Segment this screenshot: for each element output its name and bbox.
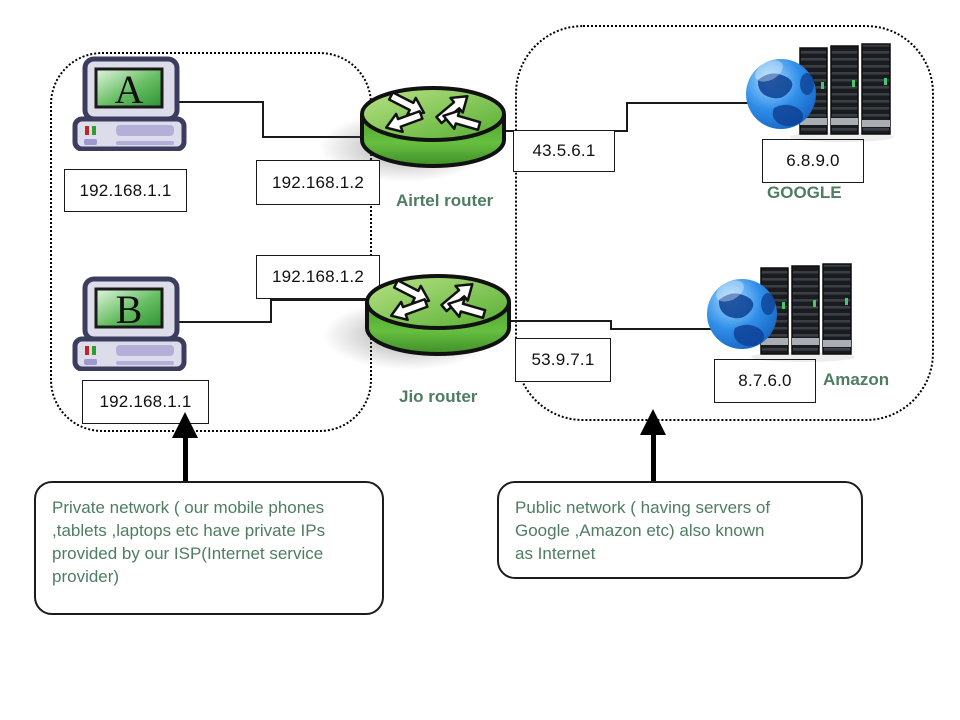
network-cable [262, 101, 264, 138]
network-cable [262, 136, 366, 138]
google-ip-label: 6.8.9.0 [762, 139, 864, 183]
airtel-router-icon [357, 84, 509, 172]
network-cable [610, 328, 712, 330]
computer-a-icon: A [72, 56, 187, 151]
jio-wan-ip-label: 53.9.7.1 [515, 338, 611, 382]
network-cable [270, 299, 371, 301]
network-cable [172, 101, 264, 103]
public-network-callout-text: Public network ( having servers of Googl… [515, 498, 771, 563]
network-cable [270, 299, 272, 323]
airtel-lan-ip-label: 192.168.1.2 [256, 160, 380, 205]
airtel-router-name: Airtel router [396, 191, 494, 210]
google-server-icon [745, 43, 894, 142]
computer-b-icon: B [72, 276, 187, 371]
amazon-server-icon [706, 263, 855, 362]
jio-router-icon [362, 272, 514, 360]
private-network-boundary [50, 52, 372, 432]
jio-lan-ip-label: 192.168.1.2 [256, 255, 380, 299]
network-cable [626, 102, 750, 104]
airtel-wan-ip-label: 43.5.6.1 [513, 130, 615, 172]
computer-b-screen-letter: B [116, 287, 143, 332]
network-cable [510, 320, 612, 322]
computer-a-ip-label: 192.168.1.1 [64, 169, 187, 212]
private-network-callout: Private network ( our mobile phones ,tab… [34, 481, 384, 615]
public-network-boundary [515, 25, 934, 421]
private-callout-arrow [183, 436, 188, 482]
computer-a-screen-letter: A [115, 67, 144, 112]
public-callout-arrow [651, 433, 656, 481]
jio-router-name: Jio router [399, 387, 478, 406]
private-network-callout-text: Private network ( our mobile phones ,tab… [52, 498, 326, 586]
public-callout-arrowhead [640, 409, 666, 435]
network-cable [626, 102, 628, 132]
google-name: GOOGLE [767, 183, 842, 202]
amazon-ip-label: 8.7.6.0 [714, 359, 816, 403]
network-cable [610, 320, 612, 330]
private-callout-arrowhead [172, 412, 198, 438]
amazon-name: Amazon [823, 370, 890, 389]
network-cable [172, 321, 272, 323]
public-network-callout: Public network ( having servers of Googl… [497, 481, 863, 579]
